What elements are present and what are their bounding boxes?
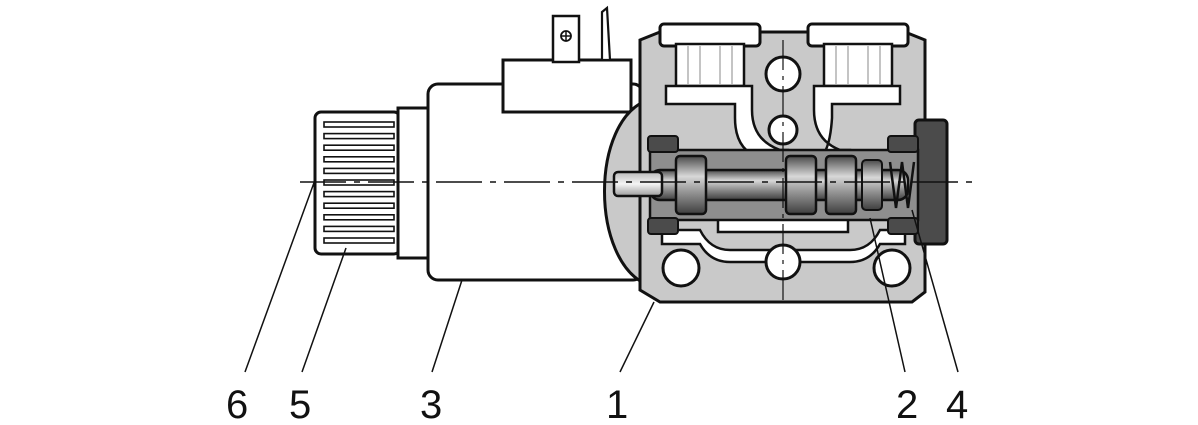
valve-body (603, 22, 949, 304)
callout-labels: 6 5 3 1 2 4 (226, 383, 968, 425)
callout-5: 5 (289, 383, 311, 425)
knob-ribs (323, 121, 395, 244)
port-fitting-b (806, 22, 910, 88)
knob-rib (323, 202, 395, 209)
port-fitting-a (658, 22, 762, 88)
callout-6: 6 (226, 383, 248, 425)
electrical-connector (501, 5, 633, 114)
callout-4: 4 (946, 383, 968, 425)
knob-rib (323, 214, 395, 221)
leader-line-3 (431, 279, 463, 373)
callout-1: 1 (606, 383, 628, 425)
knob-rib (323, 121, 395, 128)
knob-rib (323, 167, 395, 175)
control-spool (648, 154, 910, 216)
knob-rib (323, 225, 395, 233)
push-pin (612, 170, 664, 198)
leader-line-1 (619, 301, 655, 373)
callout-3: 3 (420, 383, 442, 425)
return-spring (888, 161, 916, 209)
leader-line-2 (869, 217, 906, 373)
plus-screw-icon (560, 30, 572, 42)
knob-rib (323, 190, 395, 198)
leader-lines (244, 179, 959, 373)
leader-line-6 (244, 179, 316, 373)
leader-line-5 (301, 247, 347, 373)
leader-line-4 (911, 209, 959, 373)
knob-rib (323, 144, 395, 151)
manual-override-knob (313, 106, 432, 260)
knob-rib (323, 132, 395, 140)
knob-rib (323, 156, 395, 163)
knob-rib (323, 237, 395, 244)
callout-2: 2 (896, 383, 918, 425)
